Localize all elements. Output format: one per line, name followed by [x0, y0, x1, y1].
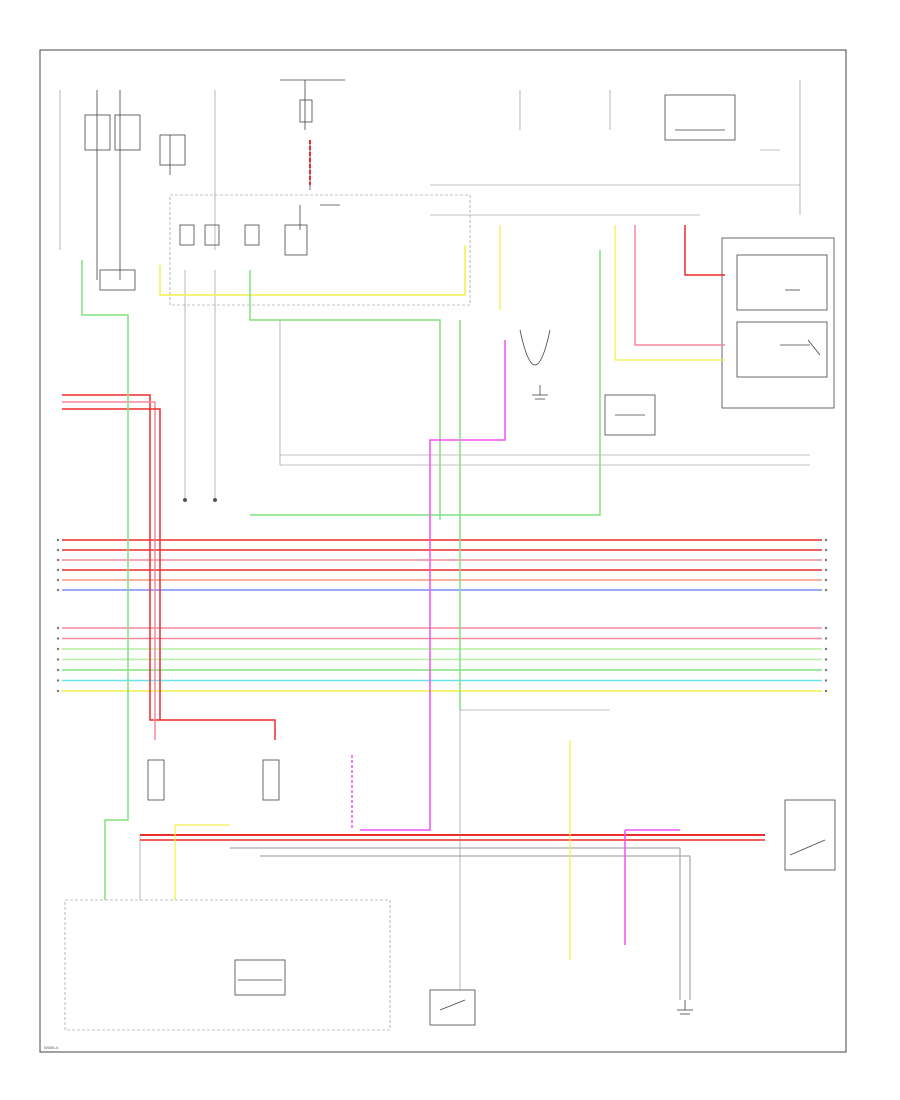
bus-terminal	[824, 568, 828, 572]
wire-yellow	[159, 245, 466, 296]
ground-symbol-center	[519, 329, 551, 400]
bus-terminal	[824, 578, 828, 582]
bus-terminal	[56, 647, 60, 651]
bus-terminal	[824, 689, 828, 693]
bus-terminal	[824, 626, 828, 630]
mid-left-connectors	[183, 270, 217, 502]
bus-terminal	[56, 689, 60, 693]
wire-red	[62, 408, 161, 720]
bus-terminal	[56, 588, 60, 592]
colored-wires	[62, 140, 725, 900]
bottom-control-module	[64, 899, 391, 1031]
bus-terminal	[824, 637, 828, 640]
right-bottom-switch	[784, 799, 836, 871]
wire-green	[249, 270, 441, 520]
wire-green	[81, 260, 129, 900]
right-side-switch	[279, 320, 810, 466]
bus-terminal	[56, 637, 60, 640]
relay-left	[147, 759, 165, 801]
bus-terminal	[824, 668, 828, 672]
diagram-frame	[39, 49, 847, 1053]
under-dash-fuse-box	[169, 194, 471, 306]
bus-terminal	[56, 578, 60, 582]
bus-terminal	[56, 568, 60, 572]
wire-red	[684, 225, 725, 276]
bus-terminal	[824, 558, 828, 562]
right-control-module	[721, 237, 835, 409]
bus-terminal	[56, 538, 60, 542]
bus-terminal	[824, 588, 828, 592]
bus-terminal	[824, 679, 828, 682]
wire-red	[62, 394, 276, 740]
fuse-top-center	[280, 79, 345, 190]
wire-magenta	[360, 340, 506, 831]
bus-terminal	[56, 658, 60, 661]
bus-terminal	[56, 679, 60, 682]
bus-terminal	[824, 647, 828, 651]
fuse-box-top-left	[59, 90, 216, 291]
footer-code: W006-4	[44, 1045, 59, 1050]
bus-terminal	[56, 558, 60, 562]
relay-right	[262, 759, 280, 801]
bus-terminal	[824, 658, 828, 661]
wire-pink	[634, 225, 725, 346]
wire-yellow	[614, 225, 725, 361]
bus-terminal	[824, 548, 828, 552]
top-right-connector-row	[430, 80, 801, 216]
bus-terminal	[824, 538, 828, 542]
wire-bus-group-a	[56, 538, 828, 592]
wire-red	[62, 401, 156, 740]
wire-green	[250, 250, 601, 516]
center-bottom-switch	[429, 989, 476, 1026]
bus-terminal	[56, 548, 60, 552]
bus-terminal	[56, 626, 60, 630]
bottom-section	[64, 709, 836, 1031]
bus-terminal	[56, 668, 60, 672]
wire-bus-group-b	[56, 626, 828, 693]
